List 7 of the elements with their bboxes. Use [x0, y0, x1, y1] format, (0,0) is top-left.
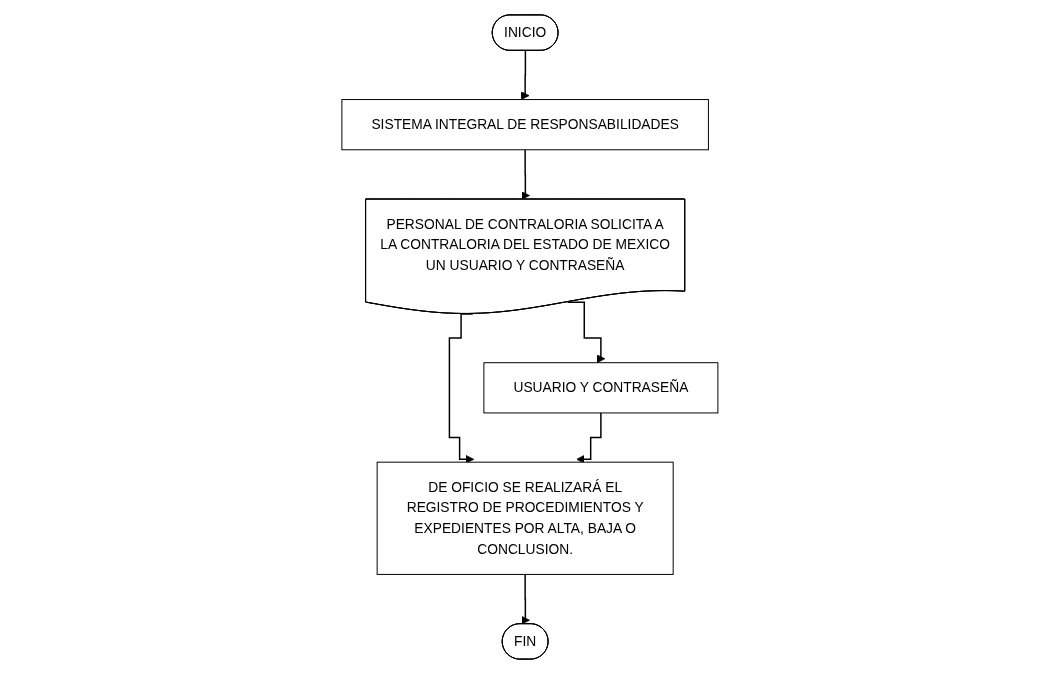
- arrow: [521, 573, 530, 625]
- arrow: [520, 49, 530, 100]
- node-box: SISTEMA INTEGRAL DE RESPONSABILIDADES: [341, 98, 709, 150]
- node-box: USUARIO Y CONTRASEÑA: [483, 361, 719, 413]
- arrow: [521, 148, 530, 200]
- node-box: DE OFICIO SE REALIZARÁ EL REGISTRO DE PROCEDIMIENTOS Y EXPEDIENTES POR ALTA, BAJA O CONCLUSION.: [376, 461, 674, 575]
- arrow: [567, 300, 606, 363]
